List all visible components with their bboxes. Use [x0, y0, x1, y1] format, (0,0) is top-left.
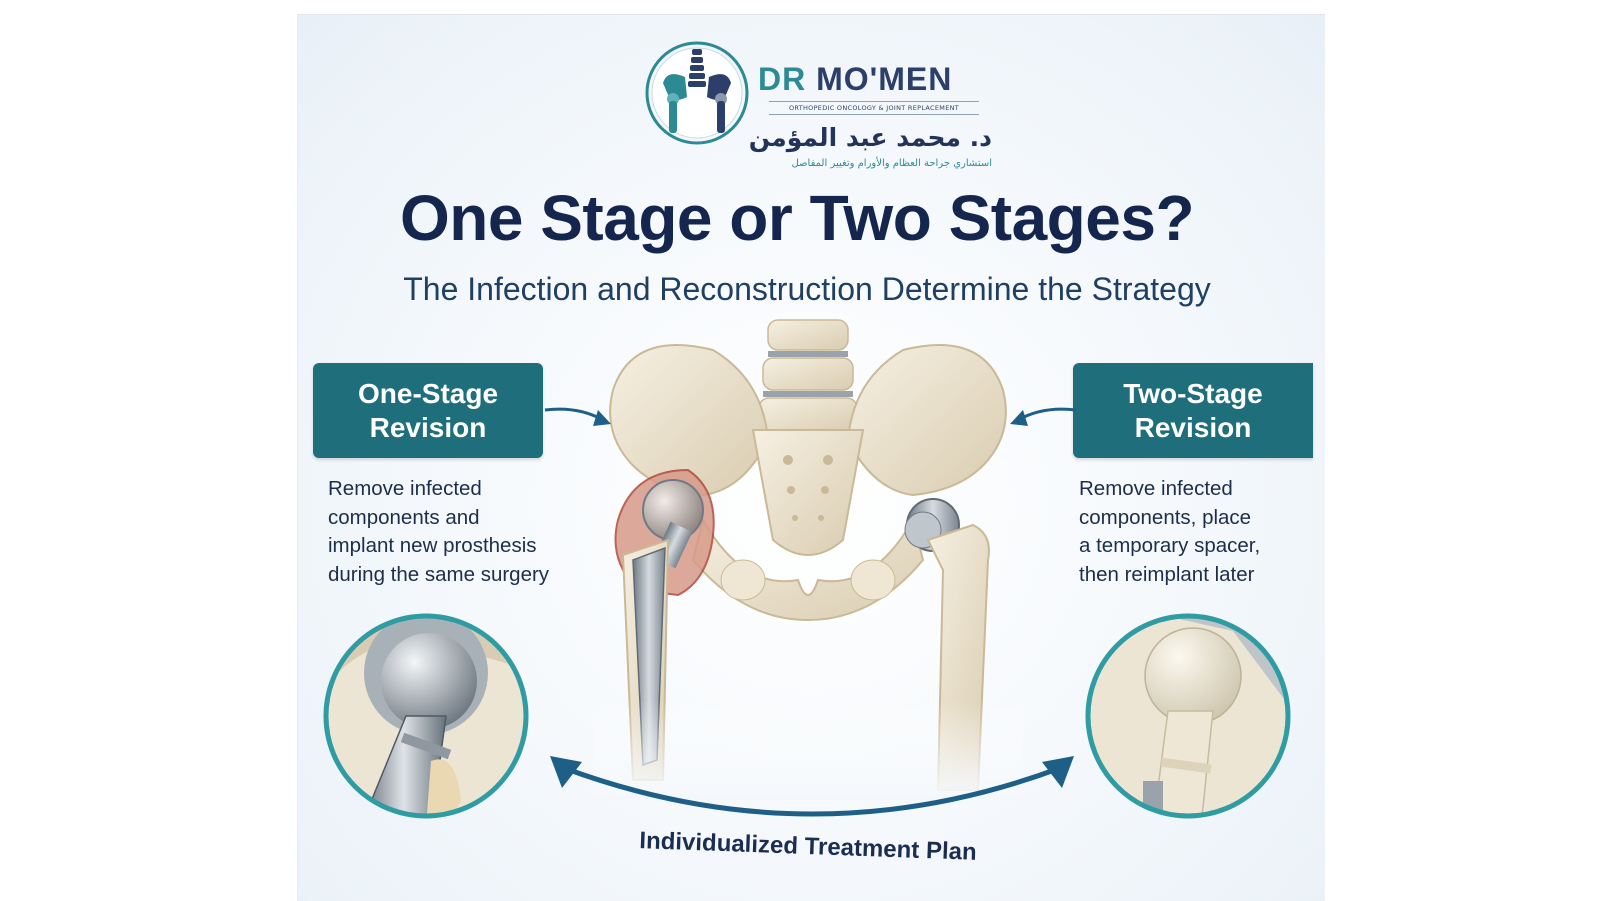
one-stage-pointer-arrow-icon	[544, 407, 611, 426]
brand-arabic-subtitle: استشاري جراحة العظام والأورام وتغيير الم…	[791, 158, 992, 169]
two-stage-description: Remove infected components, place a temp…	[1079, 477, 1261, 586]
infographic-card: DR MO'MEN ORTHOPEDIC ONCOLOGY & JOINT RE…	[297, 14, 1325, 901]
brand-name: DR MO'MEN	[758, 61, 998, 98]
one-stage-label-text: One-Stage Revision	[357, 377, 499, 443]
two-stage-label-text: Two-Stage Revision	[1123, 377, 1263, 443]
brand-main: MO'MEN	[816, 61, 953, 97]
page-title: One Stage or Two Stages?	[399, 182, 1195, 254]
two-stage-revision-label: Two-Stage Revision	[1073, 363, 1313, 458]
pelvis-illustration	[593, 319, 1023, 800]
brand-tagline: ORTHOPEDIC ONCOLOGY & JOINT REPLACEMENT	[769, 101, 979, 115]
brand-arabic-name: د. محمد عبد المؤمن	[748, 123, 992, 152]
page-subtitle: The Infection and Reconstruction Determi…	[403, 271, 1211, 307]
brand-prefix: DR	[758, 61, 807, 97]
one-stage-revision-label: One-Stage Revision	[313, 363, 543, 458]
treatment-plan-double-arrow-icon	[550, 756, 1074, 817]
logo-emblem-icon	[645, 41, 749, 145]
treatment-plan-label: Individualized Treatment Plan	[638, 827, 978, 866]
two-stage-spacer-image	[1085, 613, 1291, 819]
one-stage-description: Remove infected components and implant n…	[328, 477, 550, 586]
one-stage-prosthesis-image	[323, 613, 529, 819]
two-stage-pointer-arrow-icon	[1010, 407, 1077, 426]
